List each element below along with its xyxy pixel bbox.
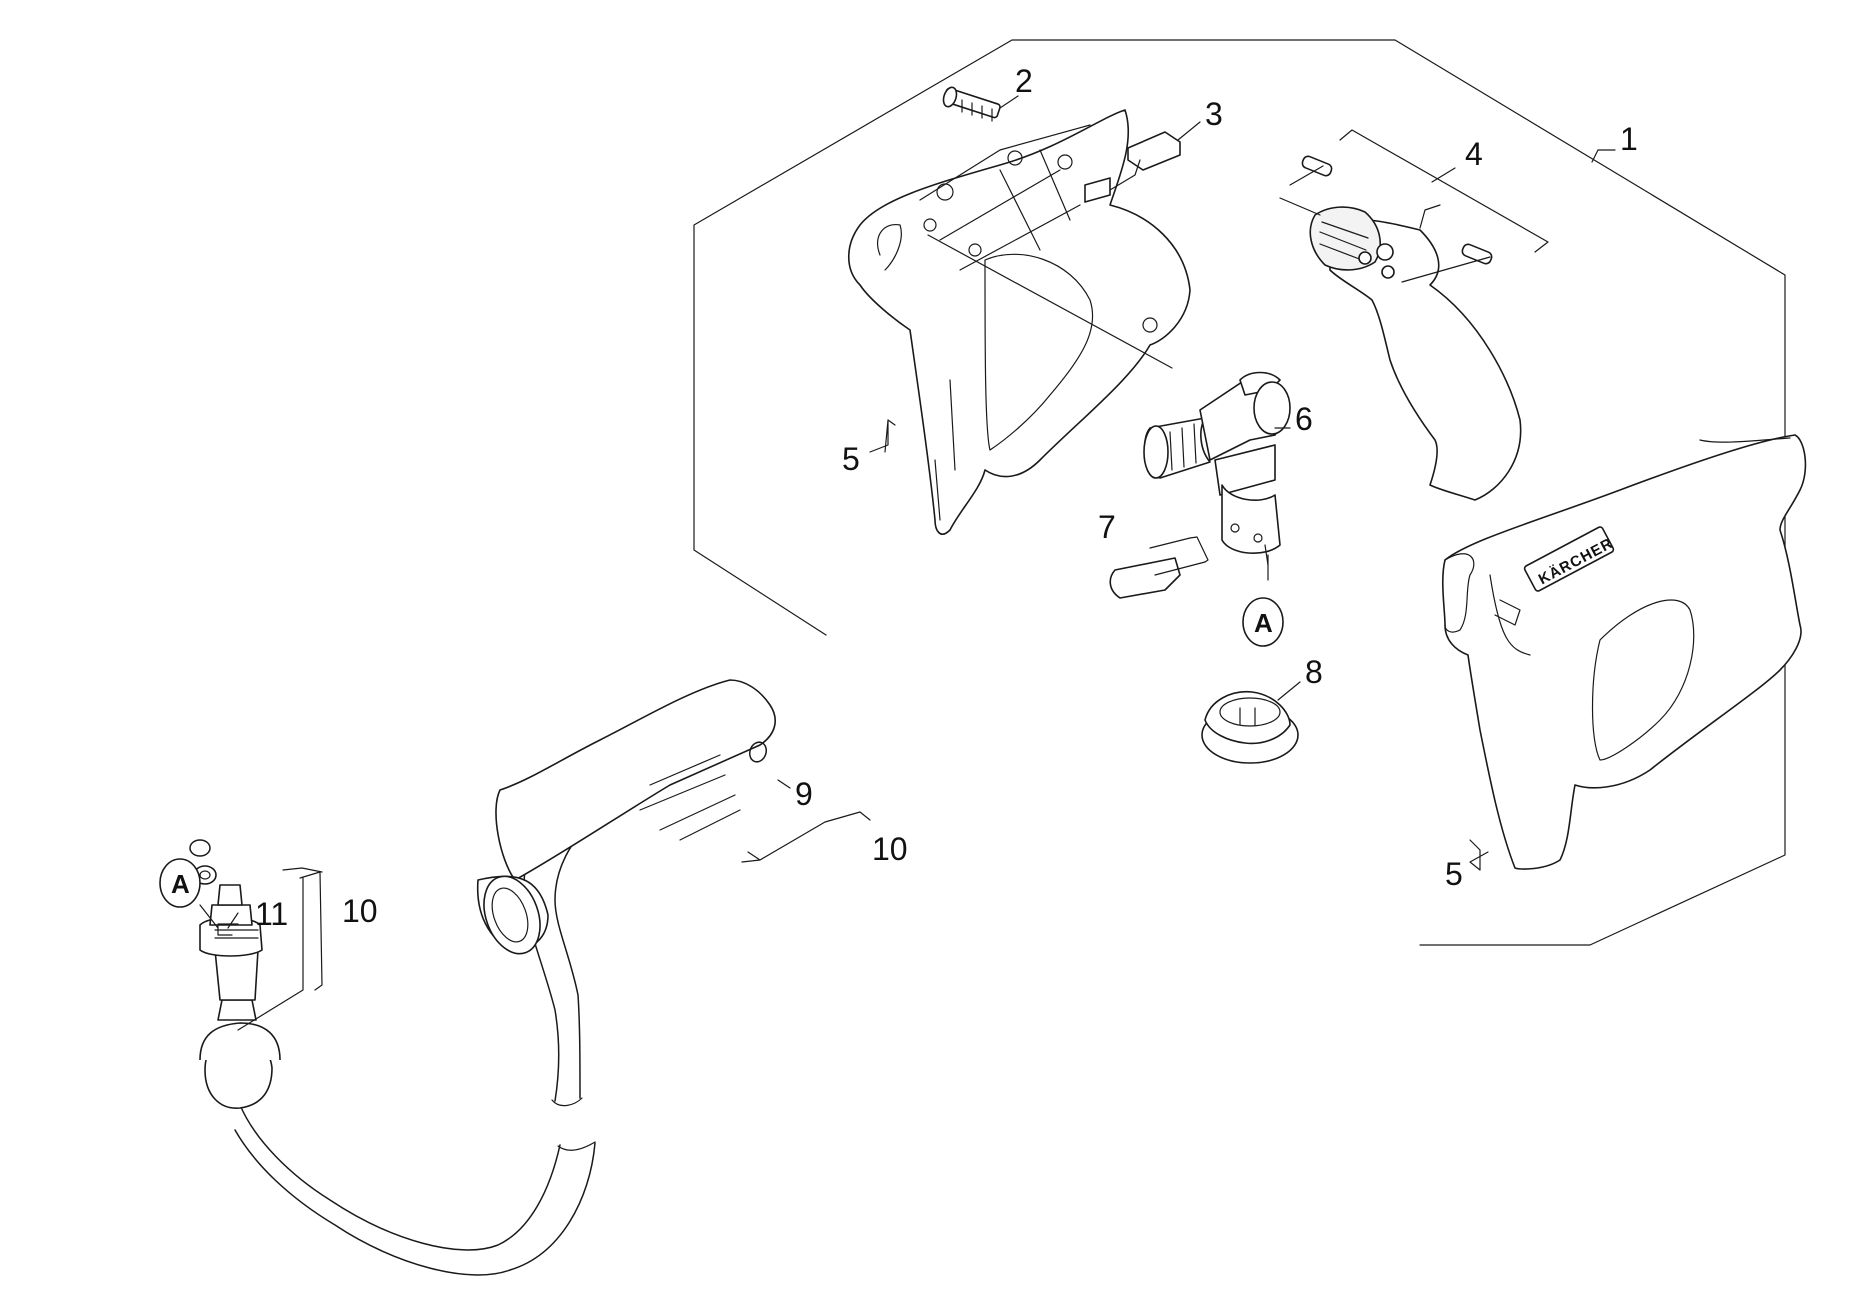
marker-a-lower-text: A [171,869,190,899]
callout-9: 9 [795,776,813,812]
callout-1: 1 [1620,121,1638,157]
callout-8: 8 [1305,654,1323,690]
callout-7: 7 [1098,509,1116,545]
marker-a-upper-text: A [1254,608,1273,638]
left-handle-half-shell [848,109,1191,535]
clip-part [1084,131,1181,203]
callout-3: 3 [1205,96,1223,132]
trigger-assembly [1279,155,1522,501]
sleeve-ring [1201,690,1299,764]
callout-5-lower: 5 [1445,856,1463,892]
assembly-boundary-outline [693,39,1786,946]
callout-2: 2 [1015,63,1033,99]
callout-5-upper: 5 [842,441,860,477]
hose-assembly [189,679,776,1276]
callout-10-hose: 10 [342,893,378,929]
leader-shell-to-elbow [927,234,1173,369]
leader-lines [199,95,1616,1031]
callout-labels: 1 2 3 4 5 5 6 7 8 9 10 10 11 [255,63,1638,932]
connection-marker-lower: A [159,858,201,908]
callout-11: 11 [255,896,288,932]
elbow-connector [1143,371,1291,566]
callout-10-grip: 10 [872,831,908,867]
screw-part [942,86,1001,122]
callout-6: 6 [1295,401,1313,437]
retaining-pin [1109,536,1209,599]
right-handle-half-shell: KÄRCHER [1441,434,1807,870]
connection-marker-upper: A [1242,597,1284,647]
callout-4: 4 [1465,136,1483,172]
